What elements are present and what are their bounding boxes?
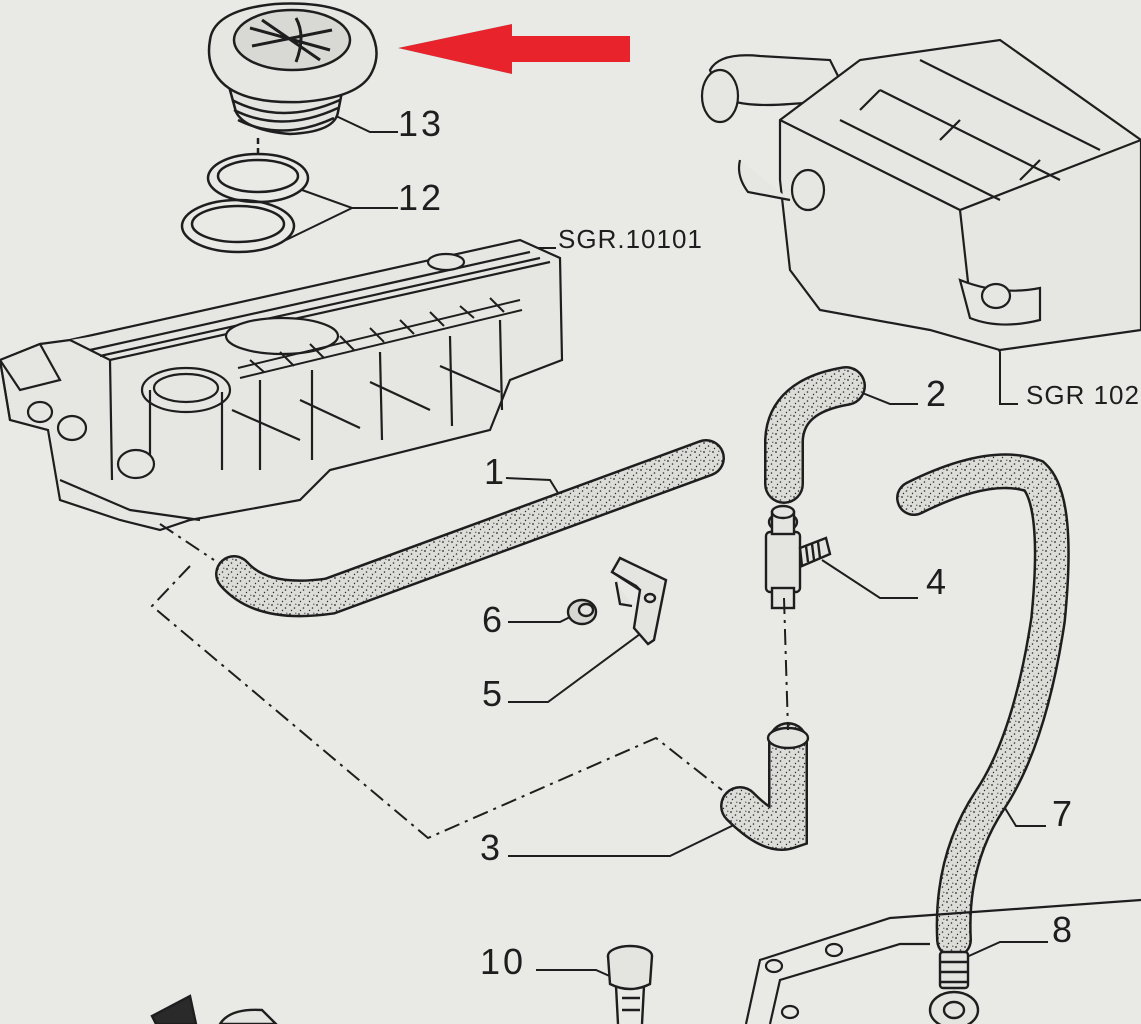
grommet-6 — [566, 598, 598, 626]
part-number-8: 8 — [1052, 909, 1076, 950]
fitting-8 — [928, 950, 980, 1024]
assembly-centerlines — [150, 523, 789, 840]
lower-left-parts — [150, 994, 278, 1024]
elbow-hose-2-texture — [766, 368, 864, 502]
cam-cover — [0, 238, 564, 532]
part-number-4: 4 — [926, 561, 950, 602]
seal-rings — [180, 138, 310, 254]
air-box — [700, 38, 1141, 352]
union-10 — [606, 944, 654, 1024]
part-number-6: 6 — [482, 599, 506, 640]
part-number-7: 7 — [1052, 793, 1076, 834]
oil-sump-plate — [744, 898, 1141, 1024]
cam-cover-lettering — [237, 297, 523, 379]
elbow-hose-3-end — [766, 726, 810, 750]
part-number-2: 2 — [926, 373, 950, 414]
reference-sgr-102: SGR 102 — [1026, 380, 1140, 410]
reference-sgr-10101: SGR.10101 — [558, 224, 703, 254]
tee-fitting-4 — [764, 504, 832, 610]
part-number-13: 13 — [398, 103, 445, 144]
oil-filler-cap — [207, 2, 378, 136]
highlight-arrow — [398, 24, 630, 74]
hose-1-texture — [217, 441, 723, 615]
elbow-hose-3-texture — [722, 724, 806, 849]
part-number-5: 5 — [482, 673, 506, 714]
part-number-1: 1 — [484, 451, 508, 492]
part-number-3: 3 — [480, 827, 504, 868]
bracket-5 — [610, 556, 668, 646]
part-number-10: 10 — [480, 941, 527, 982]
part-number-12: 12 — [398, 177, 445, 218]
hose-7-texture — [898, 455, 1068, 956]
